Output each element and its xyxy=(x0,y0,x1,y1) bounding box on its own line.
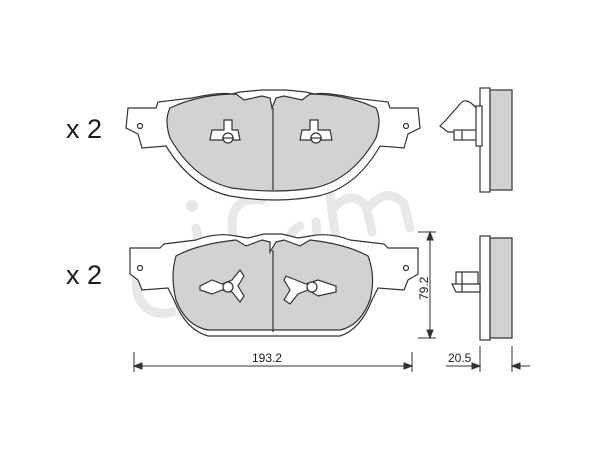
quantity-label-top: x 2 xyxy=(66,114,102,144)
dimension-height xyxy=(418,230,436,340)
dimension-width-label: 193.2 xyxy=(252,351,282,365)
dimension-width xyxy=(132,352,414,372)
brake-pad-bottom-front xyxy=(129,233,419,337)
brake-pad-top-front xyxy=(125,89,421,201)
dimension-height-label: 79.2 xyxy=(417,276,431,300)
brake-pad-top-side xyxy=(439,87,513,193)
dimension-thickness-label: 20.5 xyxy=(448,351,472,365)
brake-pad-bottom-side xyxy=(451,235,513,341)
dimension-thickness xyxy=(446,346,530,372)
quantity-label-bottom: x 2 xyxy=(66,260,102,290)
